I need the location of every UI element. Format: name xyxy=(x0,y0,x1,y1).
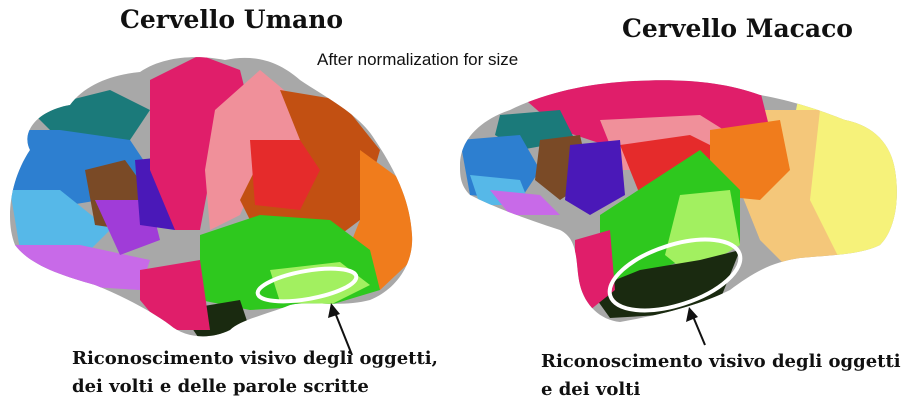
human-region-temporal-magenta xyxy=(140,260,210,330)
macaque-brain-regions xyxy=(460,80,897,323)
macaque-caption-line2: e dei volti xyxy=(541,379,641,400)
macaque-region-dark xyxy=(590,250,740,318)
human-region-magenta xyxy=(150,57,250,230)
human-caption-line2: dei volti e delle parole scritte xyxy=(72,376,369,397)
macaque-region-light-green xyxy=(665,190,740,275)
macaque-highlight-ellipse xyxy=(607,237,743,313)
human-highlight-ellipse xyxy=(255,266,359,304)
macaque-caption: Riconoscimento visivo degli oggetti e de… xyxy=(541,348,901,404)
macaque-region-temporal-magenta xyxy=(575,230,615,310)
human-caption: Riconoscimento visivo degli oggetti, dei… xyxy=(72,345,438,401)
macaque-region-purple xyxy=(565,140,625,215)
macaque-caption-line1: Riconoscimento visivo degli oggetti xyxy=(541,351,901,372)
human-pointer-arrow xyxy=(333,309,353,356)
macaque-region-lilac xyxy=(490,190,560,215)
macaque-pointer-arrow xyxy=(691,313,706,346)
human-region-red xyxy=(250,140,320,210)
human-brain-title: Cervello Umano xyxy=(120,5,344,34)
human-region-light-blue xyxy=(10,190,110,260)
normalization-note: After normalization for size xyxy=(317,50,519,69)
macaque-region-green xyxy=(600,150,740,290)
human-caption-line1: Riconoscimento visivo degli oggetti, xyxy=(72,348,438,369)
macaque-brain-title: Cervello Macaco xyxy=(622,14,853,43)
macaque-pointer-arrowhead xyxy=(686,307,698,322)
human-pointer-arrowhead xyxy=(328,303,340,318)
